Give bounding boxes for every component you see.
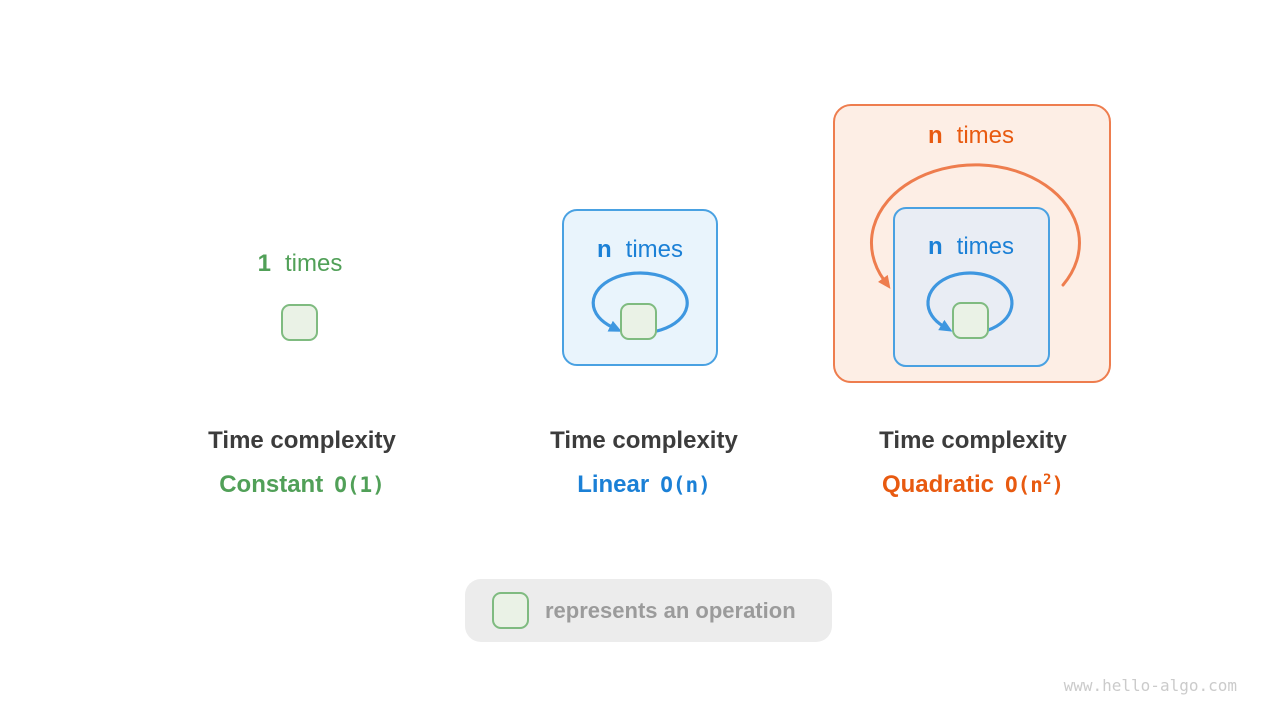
quadratic-inner-count-word: times: [956, 233, 1014, 260]
operation-box-constant: [281, 304, 318, 341]
quadratic-outer-count-value: n: [927, 122, 943, 149]
legend-operation-box-icon: [492, 592, 529, 629]
legend-label: represents an operation: [545, 597, 796, 623]
quadratic-outer-count-word: times: [956, 122, 1014, 149]
constant-count-word: times: [285, 250, 343, 277]
constant-count-label: 1 times: [140, 250, 460, 278]
quadratic-complexity-label: Quadratic O(n2): [813, 470, 1133, 503]
quadratic-title: Time complexity: [879, 427, 1067, 454]
linear-title: Time complexity: [550, 427, 738, 454]
operation-box-linear: [620, 303, 657, 340]
linear-count-word: times: [625, 236, 683, 263]
legend-box: represents an operation: [465, 579, 832, 642]
quadratic-inner-count-value: n: [927, 233, 943, 260]
linear-count-value: n: [596, 236, 612, 263]
linear-count-label: n times: [480, 236, 800, 264]
constant-title: Time complexity: [208, 427, 396, 454]
quadratic-inner-count-label: n times: [811, 233, 1131, 261]
constant-count-value: 1: [257, 250, 271, 277]
quadratic-outer-count-label: n times: [811, 122, 1131, 150]
constant-complexity-notation: O(1): [334, 473, 385, 497]
quadratic-complexity-notation: O(n2): [1005, 472, 1065, 497]
constant-complexity-label: Constant O(1): [142, 470, 462, 503]
linear-complexity-notation: O(n): [660, 473, 711, 497]
quadratic-inner-loop-panel: [893, 207, 1050, 367]
linear-complexity-label: Linear O(n): [484, 470, 804, 503]
linear-loop-panel: [562, 209, 718, 366]
watermark: www.hello-algo.com: [1063, 676, 1237, 695]
constant-complexity-name: Constant: [219, 471, 324, 498]
operation-box-quadratic: [952, 302, 989, 339]
linear-complexity-name: Linear: [577, 471, 650, 498]
quadratic-complexity-name: Quadratic: [881, 471, 994, 498]
